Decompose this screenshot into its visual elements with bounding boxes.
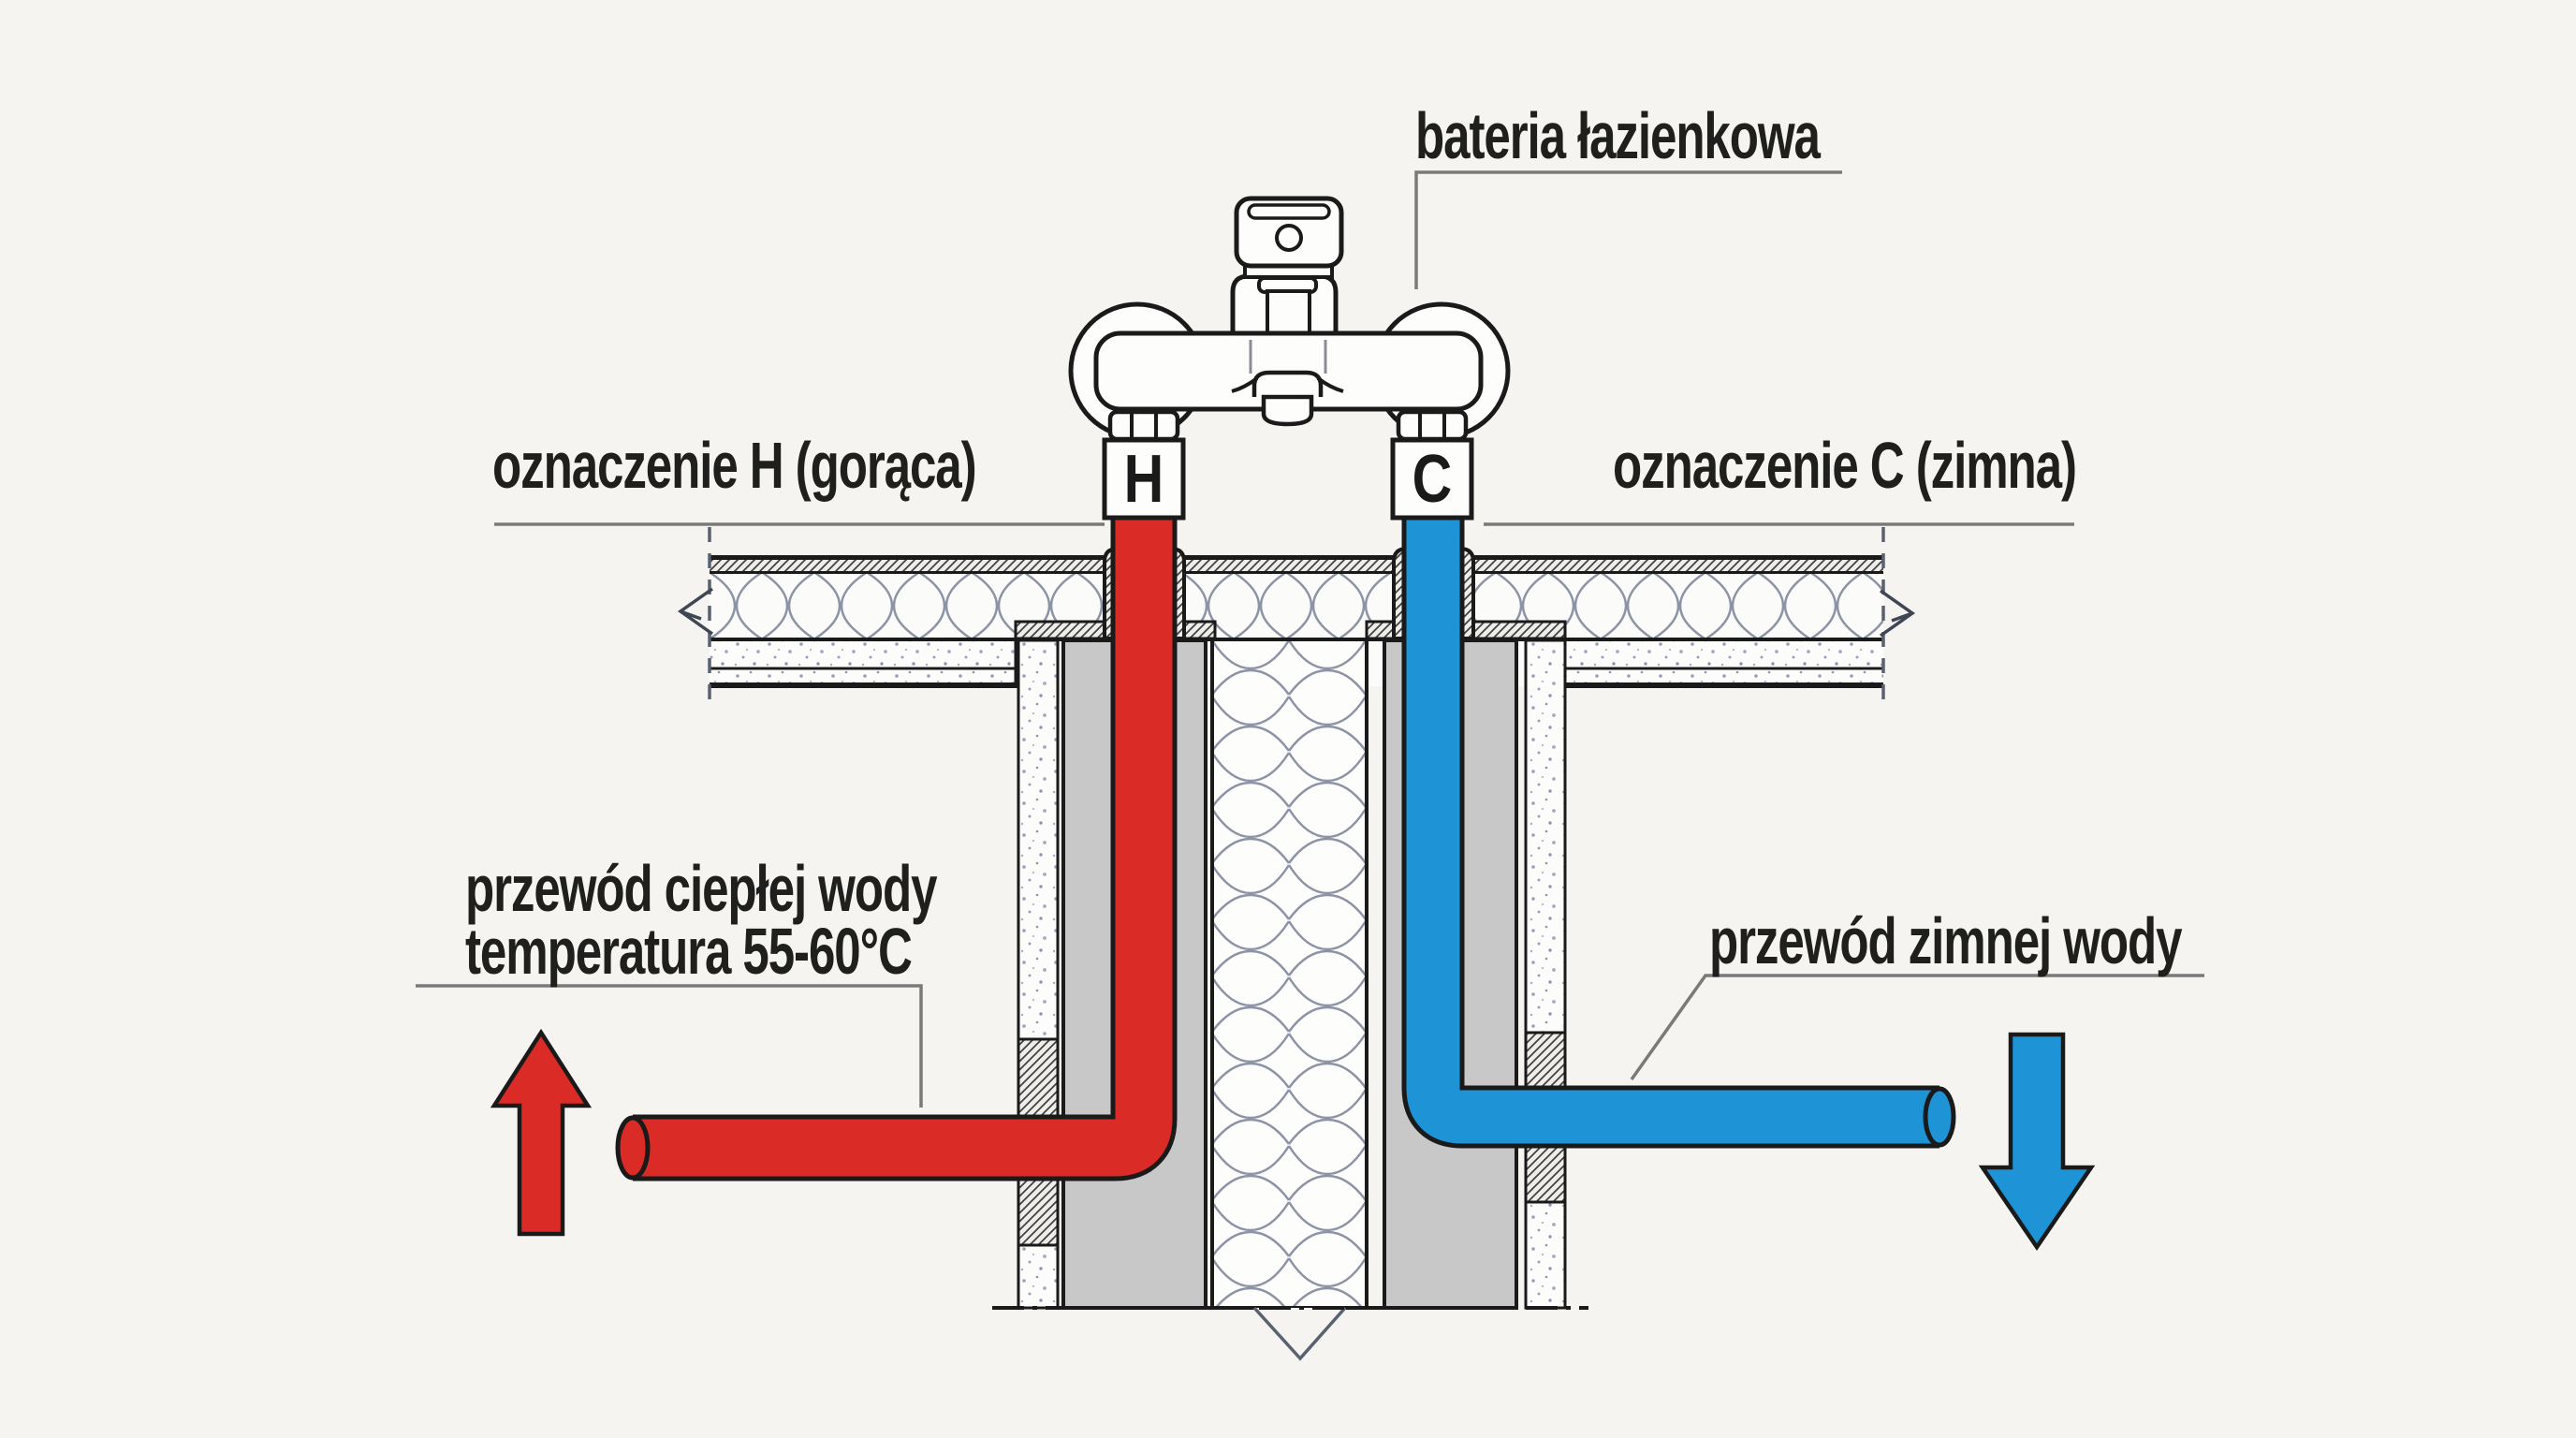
cold-pipe [1406, 506, 1939, 1144]
faucet-spout-wing-right [1316, 376, 1344, 393]
hot-pipe [633, 506, 1173, 1177]
hot-pipe-label: przewód ciepłej wody temperatura 55-60°C [465, 852, 937, 988]
pipes [615, 506, 1956, 1181]
shaft-insulation-pattern [1214, 641, 1365, 1306]
ceiling-section [677, 527, 1916, 709]
faucet-spout-dome [1251, 370, 1324, 397]
hot-pipe-wall-sleeve-bottom [1017, 1176, 1060, 1247]
hot-marking-letter: H [1124, 440, 1164, 516]
hot-connection-nut [1107, 409, 1180, 442]
hot-marking-label: oznaczenie H (gorąca) [492, 429, 977, 502]
cold-connection-nut [1396, 409, 1469, 442]
hot-pipe-label-line1: przewód ciepłej wody [465, 852, 937, 925]
hot-pipe-label-line2: temperatura 55-60°C [465, 914, 913, 988]
cold-pipe-label: przewód zimnej wody [1709, 904, 2183, 977]
ceiling-speckled-right [1563, 640, 1883, 688]
faucet-aerator [1261, 394, 1314, 427]
faucet-handle-hole-icon [1275, 224, 1303, 252]
break-arrow-right-icon [1879, 589, 1916, 638]
shaft-break-zigzag-icon [1252, 1306, 1347, 1361]
hot-marking-box [1102, 437, 1186, 521]
faucet-handle-slot [1247, 203, 1331, 220]
cold-pipe-leader-line [1630, 974, 2204, 1081]
hot-flow-up-arrow-icon [490, 1028, 593, 1237]
leader-lines [416, 170, 2204, 1108]
hot-pipe-leader-line [416, 984, 923, 1108]
cold-pipe-wall-sleeve-bottom [1524, 1142, 1567, 1204]
hot-pipe-wall-sleeve-top [1017, 1037, 1060, 1118]
ceiling-speckled-left [710, 640, 1017, 688]
cold-marking-label: oznaczenie C (zimna) [1613, 429, 2077, 502]
faucet [1068, 196, 1511, 442]
faucet-diverter-stem [1266, 289, 1311, 336]
cold-marking-box [1390, 437, 1474, 521]
cold-marking-letter: C [1412, 440, 1453, 516]
ceiling-insulation-band [710, 574, 1883, 639]
break-arrow-left-icon [677, 587, 714, 636]
cold-pipe-wall-sleeve-top [1524, 1031, 1567, 1093]
shaft-speckled-right [1524, 638, 1567, 1310]
cold-pipe-end-cap [1923, 1086, 1956, 1148]
hot-pipe-end-cap [615, 1115, 651, 1181]
ceiling-hatch-band [710, 559, 1883, 572]
cold-flow-down-arrow-icon [1978, 1032, 2096, 1251]
faucet-leader-line [1414, 170, 1842, 289]
marking-boxes: H C [1102, 437, 1474, 521]
wall-shaft [992, 638, 1588, 1361]
faucet-spout-wing-left [1231, 376, 1259, 393]
faucet-label: bateria łazienkowa [1415, 99, 1821, 172]
